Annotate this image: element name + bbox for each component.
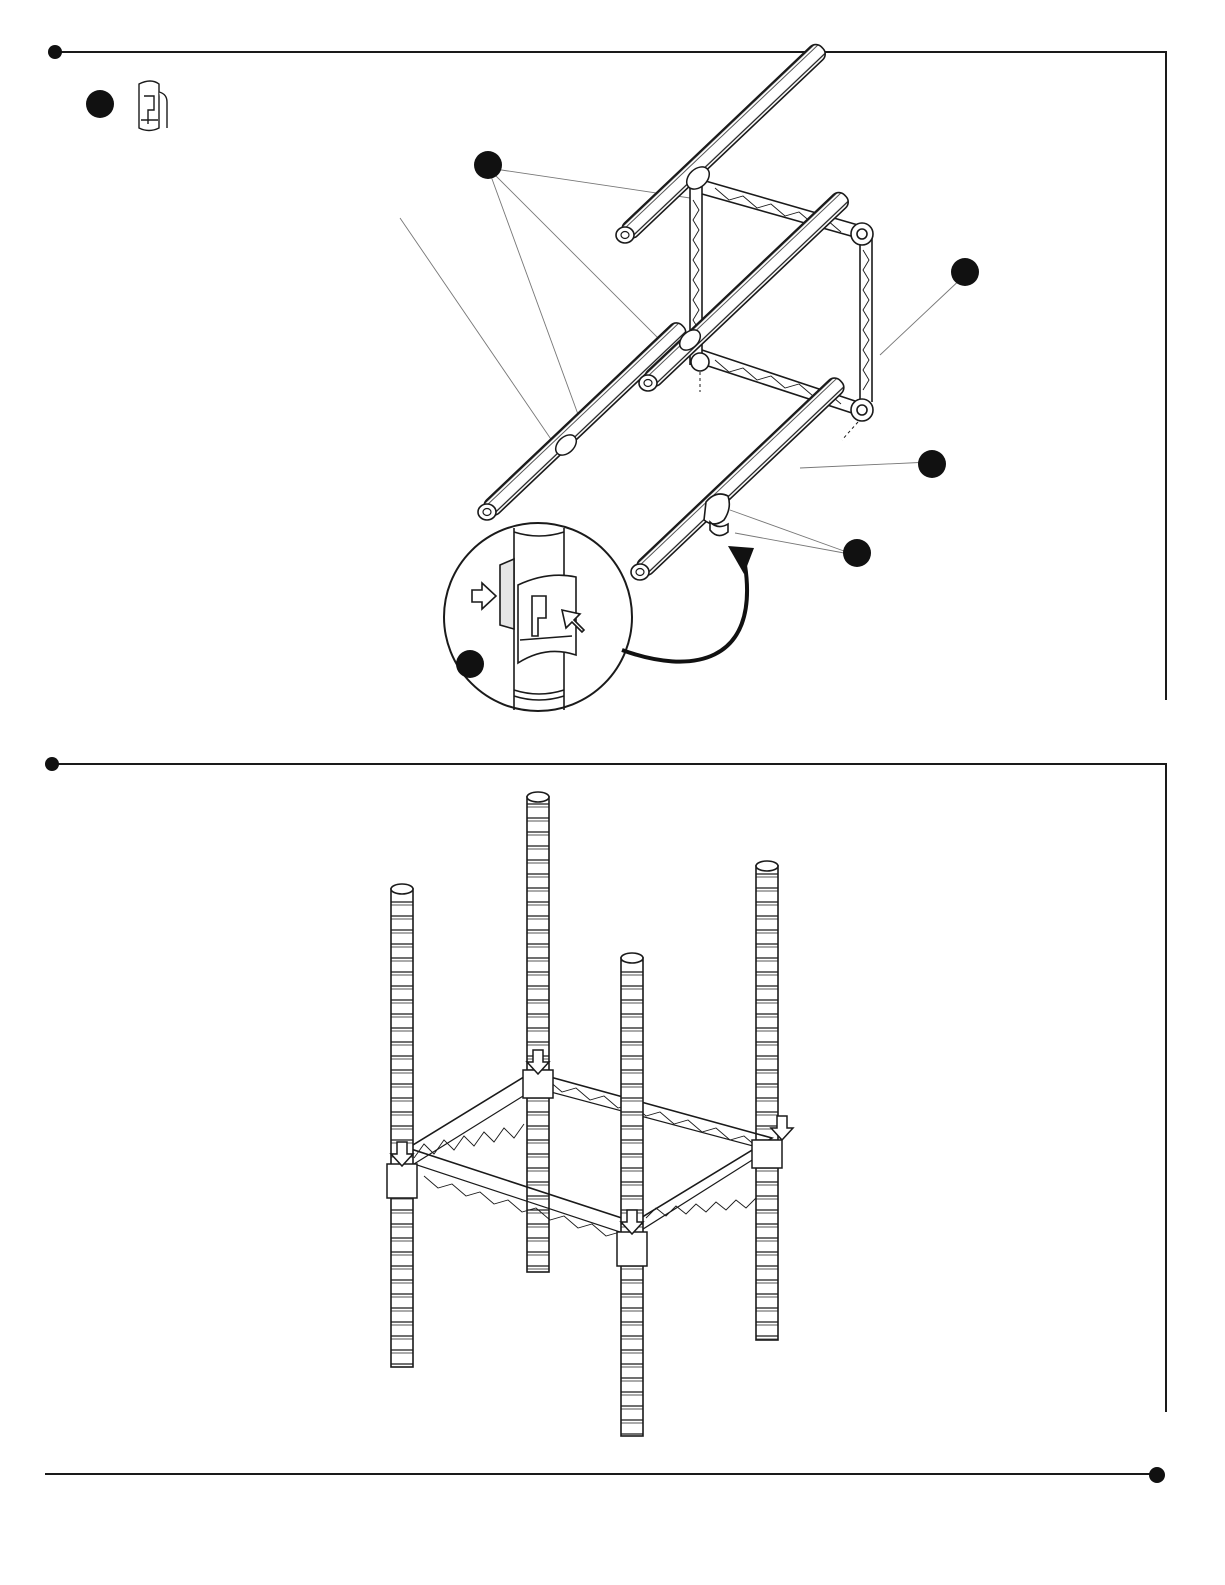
callout-legend-clip	[86, 90, 114, 118]
clip-mounted-front-left	[387, 1164, 417, 1198]
step-panel-1	[48, 41, 1166, 711]
step-frame-2	[52, 764, 1166, 1412]
callout-frame	[951, 258, 979, 286]
end-marker	[1149, 1467, 1165, 1483]
clip-mounted-back-right	[752, 1140, 782, 1168]
clip-on-post-middle	[552, 326, 704, 459]
shelf-frame-mounted	[408, 1072, 772, 1236]
post-front	[621, 953, 643, 1436]
callout-clip-b	[843, 539, 871, 567]
callout-post-b	[918, 450, 946, 478]
page-footer-rule	[45, 1467, 1165, 1483]
clip-on-post-lower	[704, 494, 729, 536]
post-back-left	[527, 792, 549, 1272]
detail-magnifier	[444, 523, 632, 711]
plastic-sleeve-clip-icon	[139, 81, 167, 131]
clip-mounted-front	[617, 1232, 647, 1266]
callout-clip-detail	[456, 650, 484, 678]
callout-post-a	[474, 151, 502, 179]
post-front-left	[391, 884, 413, 1367]
post-middle-back	[639, 189, 851, 391]
post-back-right	[756, 861, 778, 1340]
post-middle-front	[478, 320, 689, 520]
step-marker-1	[48, 45, 62, 59]
step-marker-2	[45, 757, 59, 771]
step-panel-2	[45, 757, 1166, 1436]
